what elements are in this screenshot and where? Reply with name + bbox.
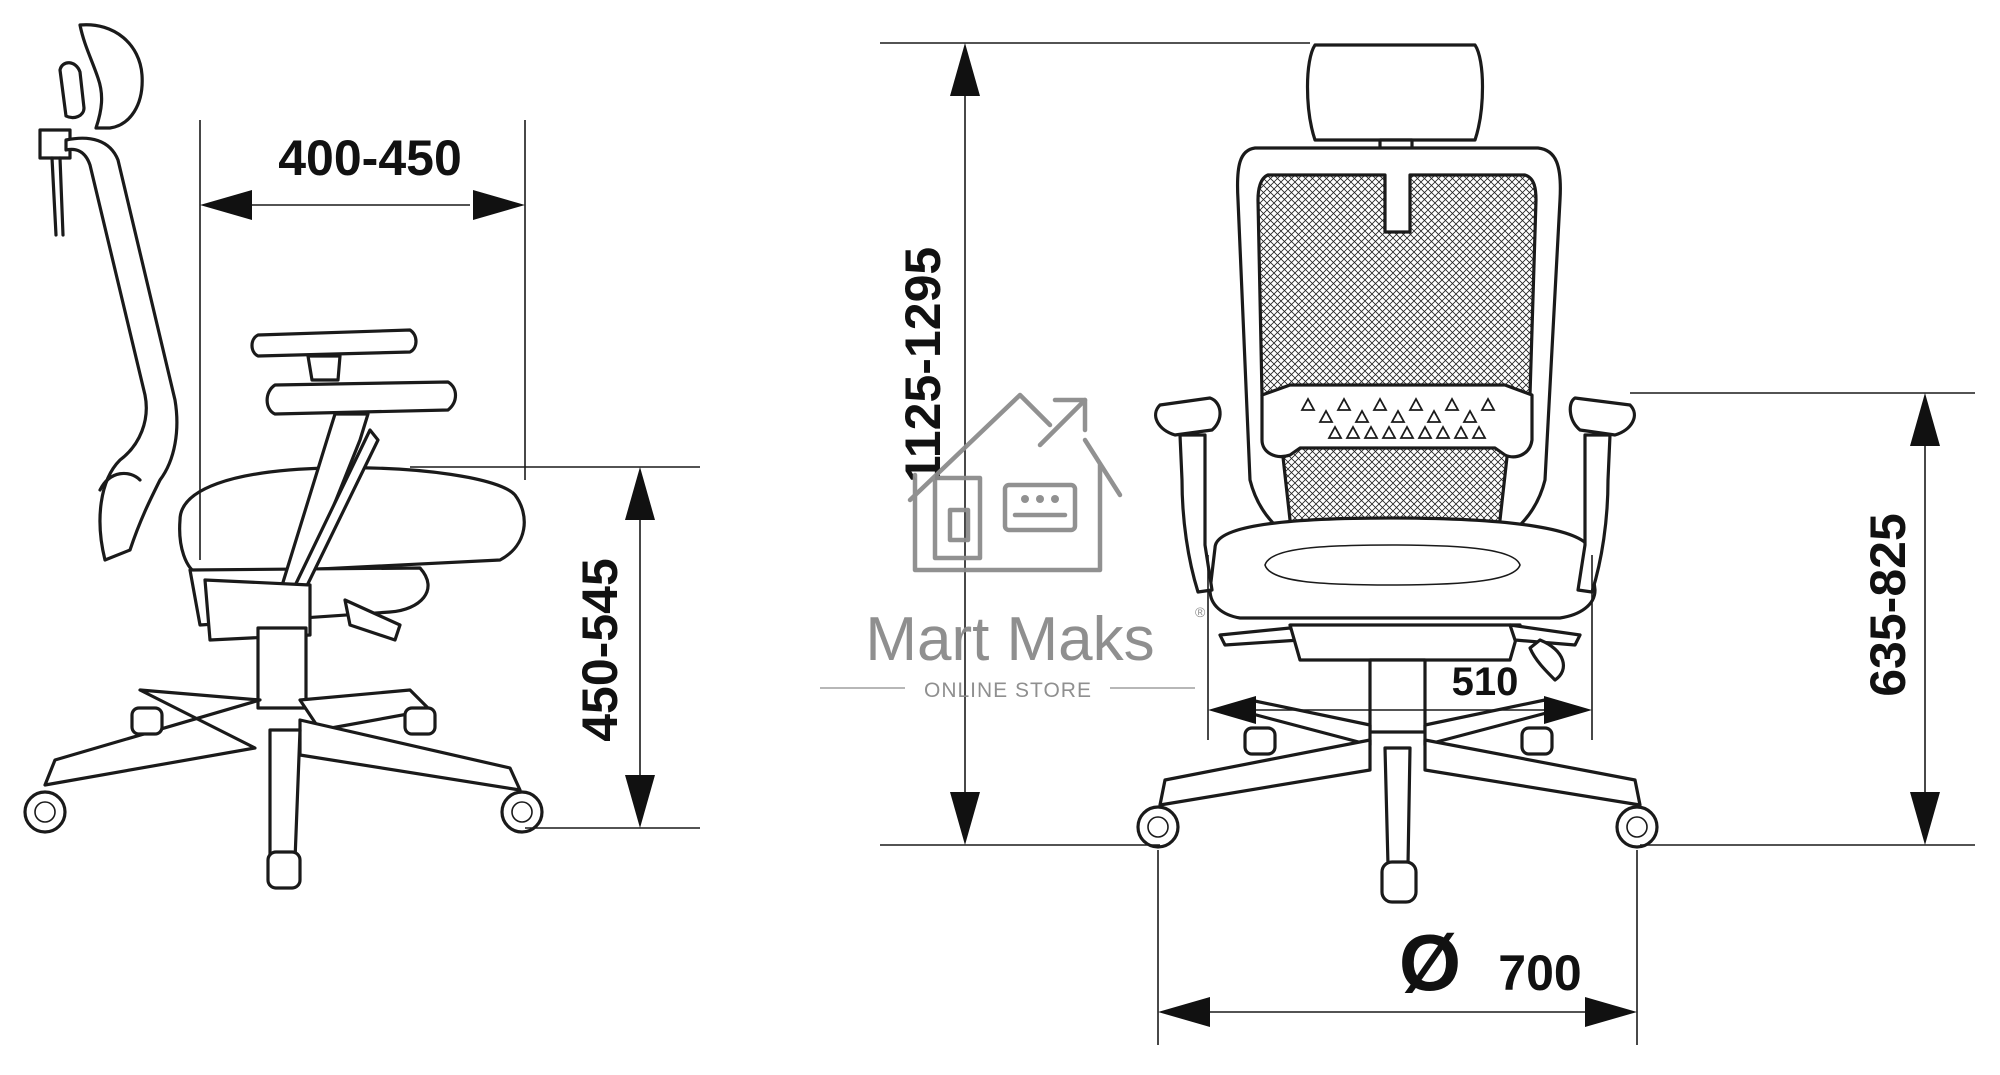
- brand-watermark: Mart Maks ® ONLINE STORE: [820, 392, 1206, 702]
- brand-name: Mart Maks: [865, 605, 1154, 674]
- seat-width-label: 510: [1452, 660, 1519, 704]
- caster-wheel-icon: [1520, 726, 1554, 756]
- caster-wheel-icon: [130, 706, 164, 736]
- armrest-height-label: 635-825: [1860, 513, 1916, 697]
- caster-wheel-icon: [1136, 805, 1180, 849]
- caster-wheel-icon: [500, 790, 544, 834]
- total-height-dimension: 1125-1295: [880, 42, 1310, 846]
- seat-height-dimension: 450-545: [410, 466, 700, 829]
- lumbar-vent-triangles: [1300, 397, 1496, 439]
- registered-mark: ®: [1195, 604, 1206, 620]
- total-height-label: 1125-1295: [895, 247, 951, 483]
- caster-wheel-icon: [1380, 860, 1418, 904]
- front-view-chair: [1136, 43, 1659, 904]
- brand-tagline: ONLINE STORE: [924, 679, 1092, 702]
- seat-depth-dimension: 400-450: [199, 120, 526, 560]
- diameter-symbol: Ø: [1399, 918, 1461, 1007]
- house-logo-icon: [907, 392, 1123, 573]
- side-view-chair: [23, 23, 544, 890]
- caster-wheel-icon: [403, 706, 437, 736]
- caster-wheel-icon: [23, 790, 67, 834]
- armrest-height-dimension: 635-825: [1630, 392, 1975, 846]
- base-diameter-dimension: Ø 700: [1157, 850, 1638, 1045]
- caster-wheel-icon: [1615, 805, 1659, 849]
- seat-width-dimension: 510: [1207, 555, 1593, 740]
- seat-depth-label: 400-450: [278, 130, 462, 186]
- caster-wheel-icon: [1243, 726, 1277, 756]
- seat-height-label: 450-545: [572, 558, 628, 742]
- base-diameter-label: 700: [1498, 945, 1581, 1001]
- caster-wheel-icon: [266, 850, 302, 890]
